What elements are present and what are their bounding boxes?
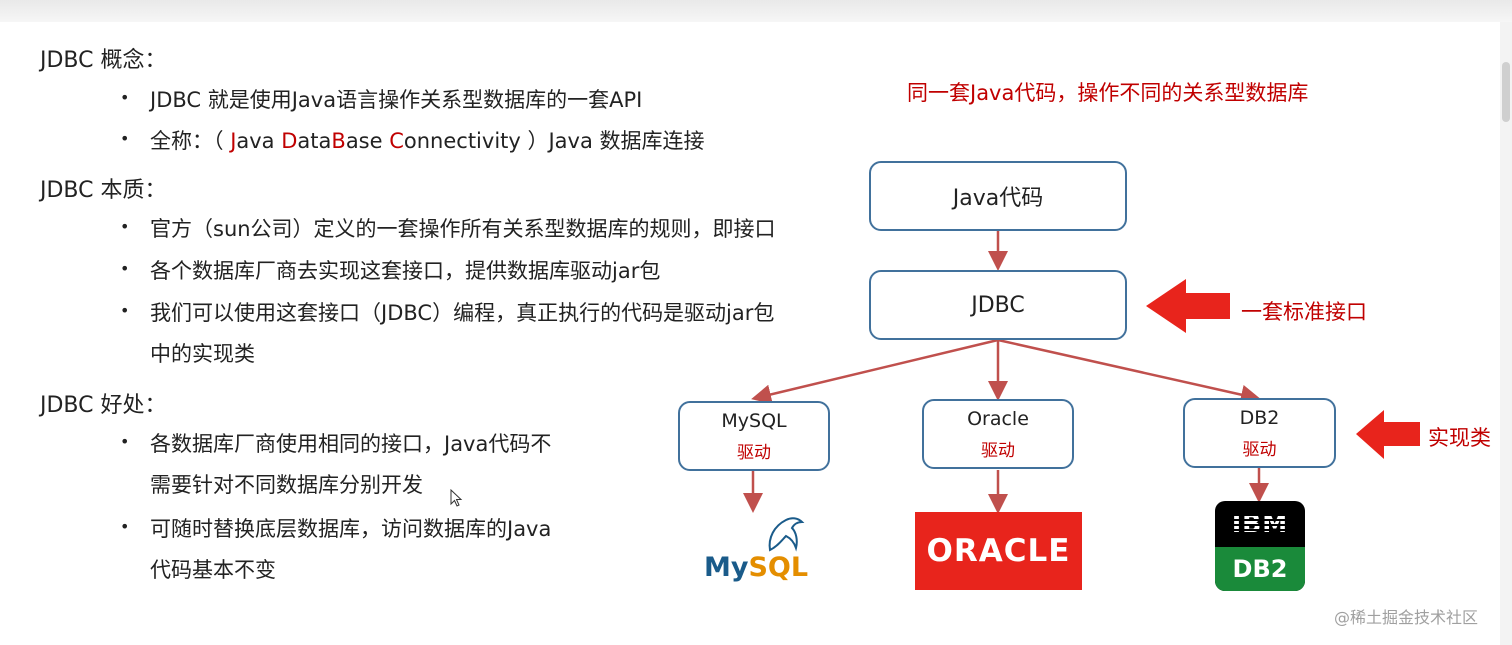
benefits-bullet-1-continued: 需要针对不同数据库分别开发 — [150, 473, 423, 497]
db2-driver-name: DB2 — [1239, 406, 1280, 429]
oracle-driver-name: Oracle — [967, 407, 1029, 430]
mysql-driver-box: MySQL 驱动 — [678, 401, 830, 471]
mysql-dolphin-icon — [768, 517, 805, 552]
essence-title: JDBC 本质： — [40, 178, 167, 203]
oracle-logo: ORACLE — [915, 512, 1082, 590]
db2-logo-text: DB2 — [1215, 547, 1305, 591]
watermark: @稀土掘金技术社区 — [1334, 608, 1479, 627]
implementation-class-label: 实现类 — [1428, 426, 1491, 450]
benefits-bullet-2-continued: 代码基本不变 — [150, 558, 276, 582]
benefits-bullet-2-text: 可随时替换底层数据库，访问数据库的Java — [150, 517, 552, 541]
benefits-bullet-1-text: 各数据库厂商使用相同的接口，Java代码不 — [150, 432, 552, 456]
benefits-title: JDBC 好处： — [40, 393, 167, 418]
mysql-driver-sub: 驱动 — [737, 442, 771, 463]
jdbc-label: JDBC — [971, 292, 1025, 318]
concept-title: JDBC 概念： — [40, 48, 167, 73]
standard-interface-label: 一套标准接口 — [1241, 300, 1367, 324]
mysql-logo: MySQL — [704, 510, 810, 586]
essence-bullet-2-text: 各个数据库厂商去实现这套接口，提供数据库驱动jar包 — [150, 259, 661, 283]
scrollbar-thumb[interactable] — [1502, 62, 1510, 122]
db2-driver-sub: 驱动 — [1242, 439, 1277, 460]
mysql-logo-text: MySQL — [704, 552, 809, 583]
concept-bullet-2-text: 全称：（ Java DataBase Connectivity ）Java 数据… — [150, 129, 705, 153]
oracle-driver-box: Oracle 驱动 — [922, 399, 1074, 469]
mouse-cursor-icon — [450, 489, 463, 507]
essence-bullet-3-continued: 中的实现类 — [150, 342, 255, 366]
java-code-label: Java代码 — [952, 186, 1044, 211]
jdbc-box: JDBC — [869, 270, 1127, 340]
ibm-stripes-icon — [1229, 511, 1291, 537]
concept-bullet-1-text: JDBC 就是使用Java语言操作关系型数据库的一套API — [150, 88, 643, 112]
mysql-driver-name: MySQL — [721, 409, 787, 432]
ibm-db2-logo: IBM DB2 — [1215, 501, 1305, 591]
window-top-bar — [0, 0, 1512, 22]
java-code-box: Java代码 — [869, 161, 1127, 231]
vertical-scrollbar[interactable] — [1500, 22, 1512, 645]
diagram-title: 同一套Java代码，操作不同的关系型数据库 — [907, 81, 1309, 105]
essence-bullet-1-text: 官方（sun公司）定义的一套操作所有关系型数据库的规则，即接口 — [150, 217, 776, 241]
oracle-logo-text: ORACLE — [926, 533, 1071, 569]
db2-driver-box: DB2 驱动 — [1183, 398, 1336, 468]
oracle-driver-sub: 驱动 — [981, 440, 1015, 461]
essence-bullet-3-text: 我们可以使用这套接口（JDBC）编程，真正执行的代码是驱动jar包 — [150, 301, 775, 325]
